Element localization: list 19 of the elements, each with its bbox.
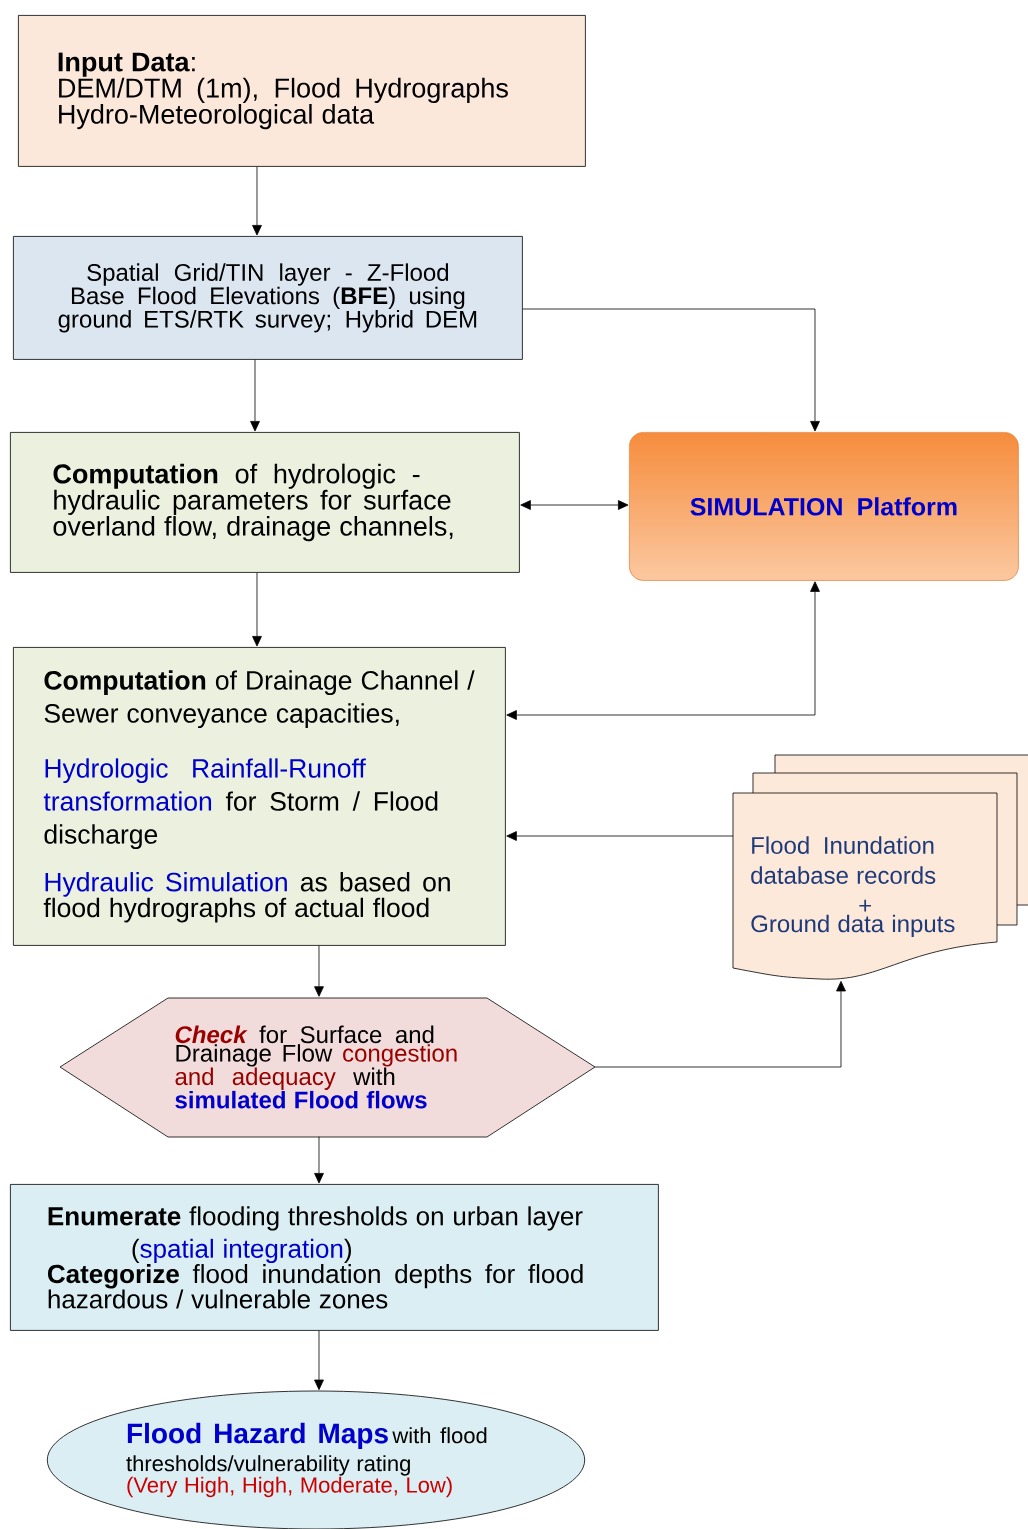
arrow bbox=[250, 359, 260, 432]
process-box: Spatial Grid/TIN layer - Z-Flood Base Flood Elevations (BFE) using ground ETS/RTK survey; Hybrid DEM bbox=[13, 236, 523, 360]
arrow bbox=[252, 166, 262, 236]
arrow bbox=[314, 1330, 324, 1391]
arrow bbox=[522, 308, 820, 432]
process-box: Enumerate flooding thresholds on urban layer (spatial integration) Categorize flood inundation depths for flood hazardous / vulnerable zones bbox=[10, 1184, 659, 1331]
arrow bbox=[252, 572, 262, 647]
process-box: Computation of hydrologic - hydraulic parameters for surface overland flow, drainage channels, bbox=[10, 432, 520, 573]
platform-box: SIMULATION Platform bbox=[629, 432, 1019, 581]
process-box: Computation of Drainage Channel / Sewer conveyance capacities, Hydrologic Rainfall-Runoff transformation for Storm / Flood discharge Hydraulic Simulation as based on flood hydrographs of actual flood bbox=[13, 647, 506, 946]
input-box: Input Data: DEM/DTM (1m), Flood Hydrographs Hydro-Meteorological data bbox=[18, 15, 586, 167]
decision-hexagon: Check for Surface and Drainage Flow congestion and adequacy with simulated Flood flows bbox=[59, 997, 596, 1138]
arrow bbox=[314, 1136, 324, 1184]
document-stack: Flood Inundation database records + Ground data inputs bbox=[732, 754, 1028, 980]
arrow bbox=[520, 500, 629, 510]
arrow bbox=[506, 581, 820, 720]
arrow bbox=[506, 831, 734, 841]
arrow bbox=[594, 981, 846, 1068]
arrow bbox=[314, 945, 324, 997]
